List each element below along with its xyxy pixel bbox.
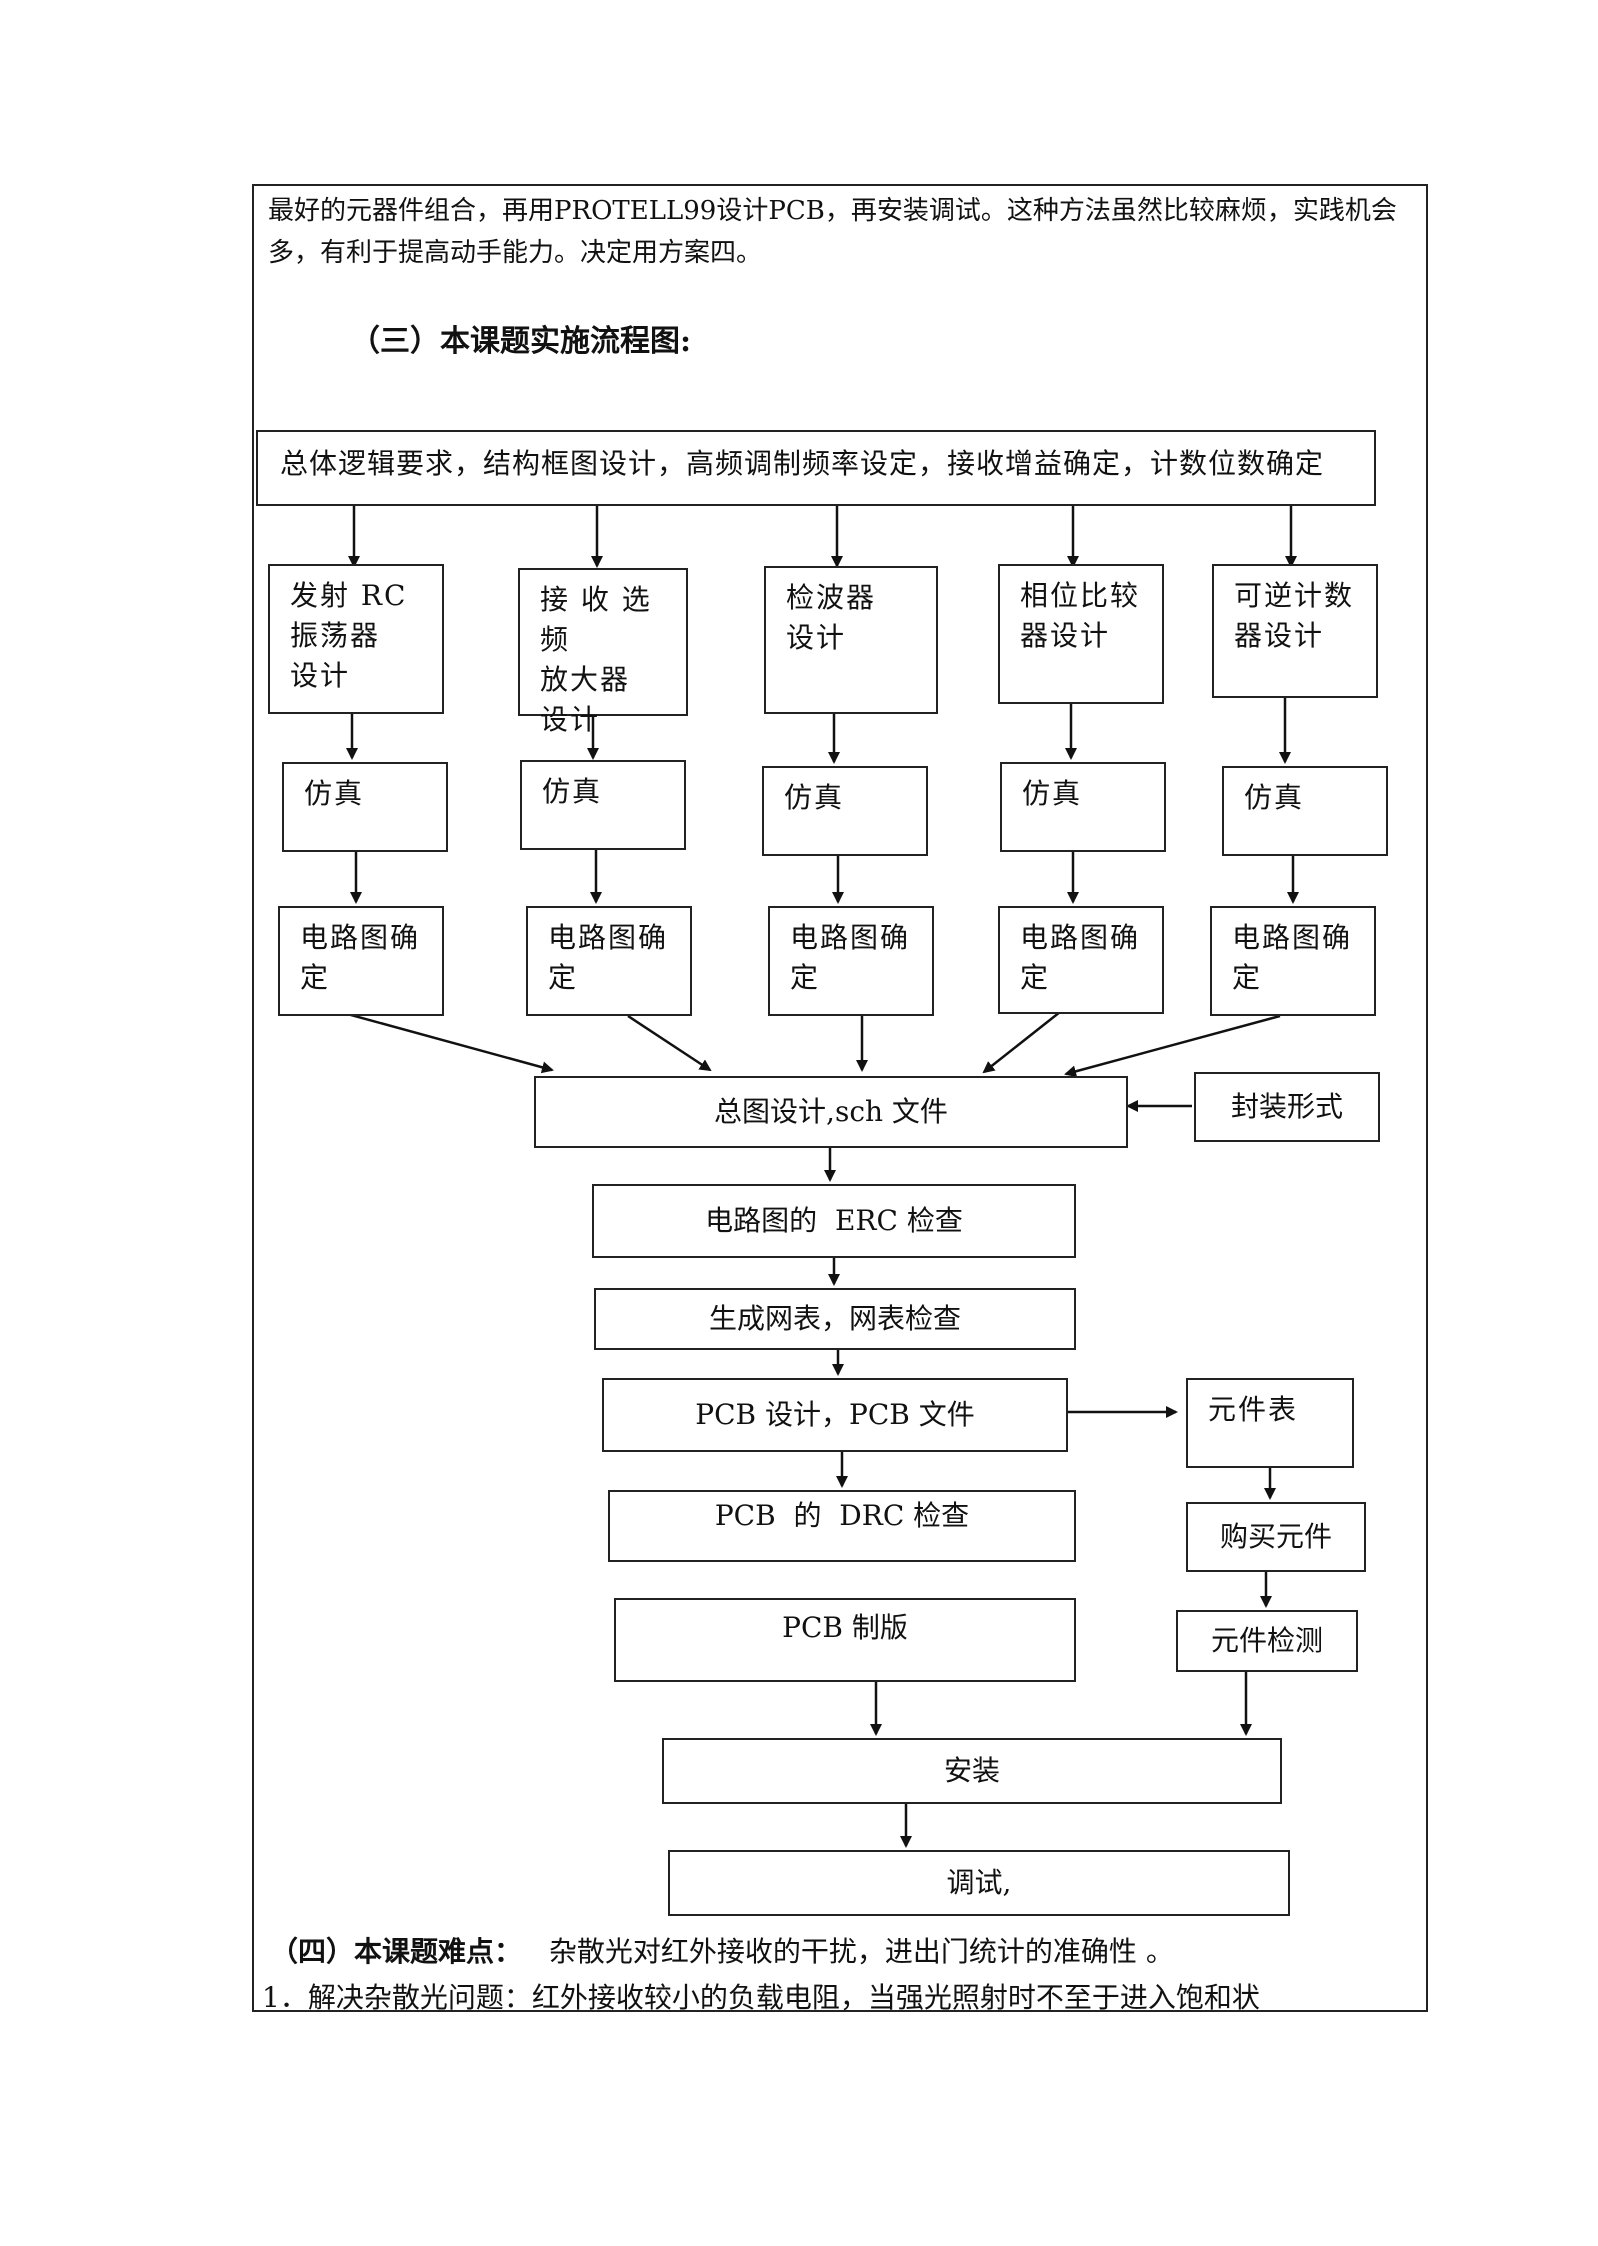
flow-erc-check: 电路图的 ERC 检查 <box>592 1184 1076 1258</box>
flow-total-design-label: 总图设计,sch 文件 <box>714 1095 948 1128</box>
flow-sim-1: 仿真 <box>282 762 448 852</box>
flow-pcb-design: PCB 设计，PCB 文件 <box>602 1378 1068 1452</box>
section4-heading: （四）本课题难点： <box>270 1935 523 1968</box>
flow-module-4-label: 相位比较 器设计 <box>1020 579 1141 652</box>
flow-circuit-4: 电路图确 定 <box>998 906 1164 1014</box>
flow-netlist-label: 生成网表，网表检查 <box>708 1302 961 1335</box>
flow-package-label: 封装形式 <box>1230 1090 1343 1123</box>
flow-drc-check-label: PCB 的 DRC 检查 <box>714 1499 970 1532</box>
section4-text: 杂散光对红外接收的干扰，进出门统计的准确性 。 <box>548 1935 1174 1968</box>
flow-package: 封装形式 <box>1194 1072 1380 1142</box>
flow-module-3: 检波器 设计 <box>764 566 938 714</box>
flow-sim-3: 仿真 <box>762 766 928 856</box>
flow-install: 安装 <box>662 1738 1282 1804</box>
section4-row: （四）本课题难点： 杂散光对红外接收的干扰，进出门统计的准确性 。 <box>270 1930 1174 1970</box>
flow-top-box: 总体逻辑要求，结构框图设计，高频调制频率设定，接收增益确定，计数位数确定 <box>256 430 1376 506</box>
flow-circuit-5: 电路图确 定 <box>1210 906 1376 1016</box>
flow-pcb-design-label: PCB 设计，PCB 文件 <box>695 1398 975 1431</box>
item-1: 1．解决杂散光问题：红外接收较小的负载电阻，当强光照射时不至于进入饱和状 <box>262 1981 1260 2014</box>
flow-sim-4: 仿真 <box>1000 762 1166 852</box>
flow-sim-2-label: 仿真 <box>542 775 603 808</box>
flow-circuit-3: 电路图确 定 <box>768 906 934 1016</box>
flow-circuit-2-label: 电路图确 定 <box>548 921 669 994</box>
section3-heading: （三）本课题实施流程图: <box>350 324 692 359</box>
flow-netlist: 生成网表，网表检查 <box>594 1288 1076 1350</box>
arrow-circuit-2-to-total <box>627 1014 712 1072</box>
arrow-circuit-1-to-total <box>339 1010 554 1074</box>
flow-module-1-label: 发射 RC 振荡器 设计 <box>290 579 408 692</box>
flow-total-design: 总图设计,sch 文件 <box>534 1076 1128 1148</box>
flow-pcb-make: PCB 制版 <box>614 1598 1076 1682</box>
flow-parts-list-label: 元件表 <box>1208 1393 1299 1426</box>
flow-circuit-2: 电路图确 定 <box>526 906 692 1016</box>
flow-buy-parts: 购买元件 <box>1186 1502 1366 1572</box>
arrow-circuit-4-to-total <box>982 1011 1061 1074</box>
flow-debug-label: 调试, <box>946 1866 1012 1899</box>
page-frame <box>252 184 1428 2012</box>
flow-part-inspect: 元件检测 <box>1176 1610 1358 1672</box>
flow-buy-parts-label: 购买元件 <box>1219 1520 1332 1553</box>
flow-sim-5-label: 仿真 <box>1244 781 1305 814</box>
intro-paragraph: 最好的元器件组合，再用PROTELL99设计PCB，再安装调试。这种方法虽然比较… <box>268 196 1397 268</box>
arrow-circuit-5-to-total <box>1064 1014 1281 1078</box>
flow-drc-check: PCB 的 DRC 检查 <box>608 1490 1076 1562</box>
flow-circuit-1: 电路图确 定 <box>278 906 444 1016</box>
flow-module-5: 可逆计数 器设计 <box>1212 564 1378 698</box>
flow-sim-4-label: 仿真 <box>1022 777 1083 810</box>
flow-debug: 调试, <box>668 1850 1290 1916</box>
flow-install-label: 安装 <box>943 1754 1000 1787</box>
flow-circuit-3-label: 电路图确 定 <box>790 921 911 994</box>
flow-circuit-1-label: 电路图确 定 <box>300 921 421 994</box>
flow-module-1: 发射 RC 振荡器 设计 <box>268 564 444 714</box>
flow-module-5-label: 可逆计数 器设计 <box>1234 579 1355 652</box>
flow-module-4: 相位比较 器设计 <box>998 564 1164 704</box>
flow-circuit-4-label: 电路图确 定 <box>1020 921 1141 994</box>
flow-sim-2: 仿真 <box>520 760 686 850</box>
flow-part-inspect-label: 元件检测 <box>1210 1624 1323 1657</box>
flow-pcb-make-label: PCB 制版 <box>782 1611 908 1644</box>
flow-sim-1-label: 仿真 <box>304 777 365 810</box>
flow-erc-check-label: 电路图的 ERC 检查 <box>705 1204 963 1237</box>
flow-parts-list: 元件表 <box>1186 1378 1354 1468</box>
flow-module-2-label: 接 收 选 频 放大器 设计 <box>540 583 652 736</box>
flow-sim-5: 仿真 <box>1222 766 1388 856</box>
flow-module-2: 接 收 选 频 放大器 设计 <box>518 568 688 736</box>
flow-sim-3-label: 仿真 <box>784 781 845 814</box>
flow-module-3-label: 检波器 设计 <box>786 581 877 654</box>
flow-circuit-5-label: 电路图确 定 <box>1232 921 1353 994</box>
flow-top-label: 总体逻辑要求，结构框图设计，高频调制频率设定，接收增益确定，计数位数确定 <box>280 447 1325 480</box>
